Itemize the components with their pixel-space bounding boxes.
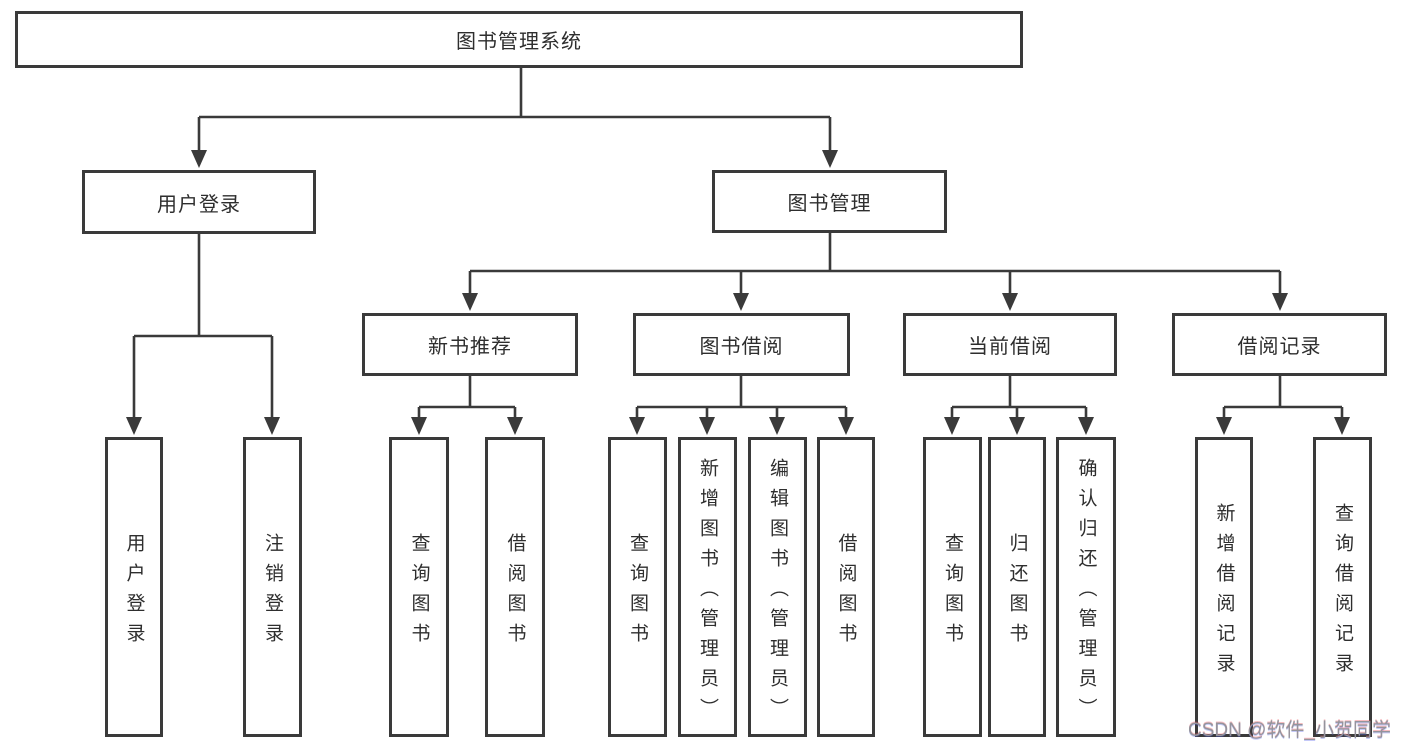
node-label: 借阅图书 — [504, 532, 526, 653]
node-leaf-query-books-current: 查询图书 — [923, 437, 982, 737]
node-label: 图书管理系统 — [456, 31, 582, 53]
node-leaf-query-borrow-record: 查询借阅记录 — [1313, 437, 1372, 737]
node-user-login: 用户登录 — [82, 170, 316, 234]
node-leaf-borrow-books: 借阅图书 — [817, 437, 875, 737]
node-label: 新增图书（管理员） — [697, 457, 718, 728]
csdn-watermark: CSDN @软件_小贺同学 — [1188, 720, 1391, 741]
node-book-management: 图书管理 — [712, 170, 947, 233]
node-label: 编辑图书（管理员） — [767, 457, 788, 728]
node-leaf-confirm-return-admin: 确认归还（管理员） — [1056, 437, 1116, 737]
node-label: 新书推荐 — [428, 336, 512, 358]
node-leaf-edit-books-admin: 编辑图书（管理员） — [748, 437, 807, 737]
node-leaf-query-books-recommend: 查询图书 — [389, 437, 449, 737]
node-leaf-borrow-books-recommend: 借阅图书 — [485, 437, 545, 737]
node-borrow-records: 借阅记录 — [1172, 313, 1387, 376]
node-leaf-logout: 注销登录 — [243, 437, 302, 737]
node-label: 注销登录 — [262, 532, 283, 653]
node-label: 用户登录 — [157, 193, 241, 216]
node-current-borrowing: 当前借阅 — [903, 313, 1117, 376]
node-label: 借阅记录 — [1237, 336, 1322, 358]
node-root-system: 图书管理系统 — [15, 11, 1023, 68]
node-label: 归还图书 — [1006, 532, 1028, 653]
node-label: 查询借阅记录 — [1332, 502, 1353, 683]
node-leaf-user-login: 用户登录 — [105, 437, 163, 737]
node-label: 查询图书 — [408, 532, 430, 653]
node-label: 当前借阅 — [968, 336, 1052, 358]
node-book-borrowing: 图书借阅 — [633, 313, 850, 376]
node-label: 查询图书 — [942, 532, 963, 653]
node-leaf-add-books-admin: 新增图书（管理员） — [678, 437, 737, 737]
node-label: 查询图书 — [627, 532, 648, 653]
node-leaf-add-borrow-record: 新增借阅记录 — [1195, 437, 1253, 737]
node-label: 借阅图书 — [835, 532, 857, 653]
node-label: 图书借阅 — [699, 336, 784, 358]
node-label: 新增借阅记录 — [1213, 502, 1235, 683]
node-label: 用户登录 — [123, 532, 145, 653]
node-label: 确认归还（管理员） — [1075, 457, 1097, 728]
node-new-book-recommend: 新书推荐 — [362, 313, 578, 376]
node-leaf-query-books-borrow: 查询图书 — [608, 437, 667, 737]
node-label: 图书管理 — [787, 193, 872, 215]
connector-lines — [132, 68, 1344, 419]
node-leaf-return-books: 归还图书 — [988, 437, 1046, 737]
